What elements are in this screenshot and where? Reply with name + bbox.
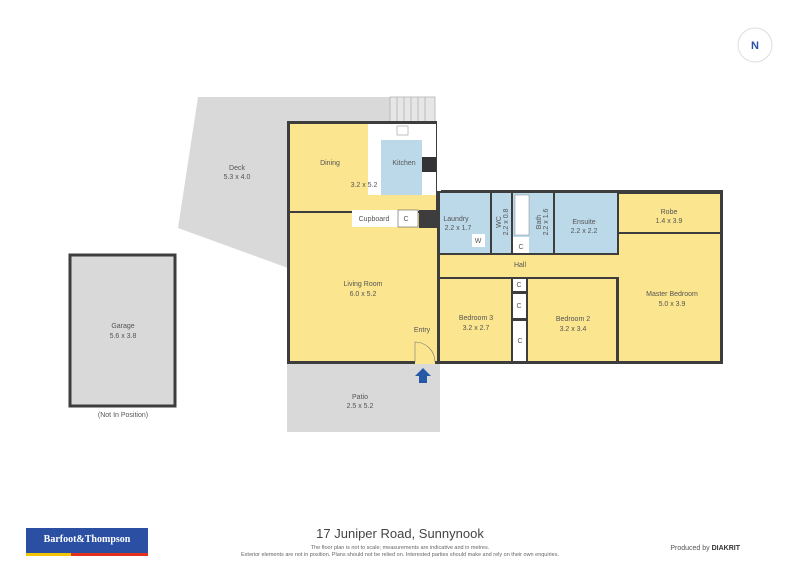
footer-logo_text: Barfoot&Thompson	[43, 534, 131, 545]
laundry-name: Laundry	[443, 216, 469, 223]
bedroom3-size: 3.2 x 2.7	[463, 325, 490, 332]
footer-produced_by: Produced by	[670, 545, 710, 552]
patio-area	[287, 362, 440, 432]
closet_label: C	[517, 338, 522, 345]
ensuite-size: 2.2 x 2.2	[571, 228, 598, 235]
robe-name: Robe	[661, 209, 678, 216]
bath-name: Bath	[536, 215, 543, 230]
produced-by: Produced by DIAKRIT	[670, 545, 740, 552]
bedroom2-size: 3.2 x 3.4	[560, 326, 587, 333]
bedroom3-name: Bedroom 3	[459, 315, 493, 322]
entry-arrow-icon	[415, 368, 431, 383]
room-master-bedroom	[619, 234, 720, 361]
deck-size: 5.3 x 4.0	[224, 174, 251, 181]
bath-size: 2.2 x 1.6	[543, 208, 550, 235]
cupboard-name: Cupboard	[359, 216, 390, 223]
washer-label: W	[475, 238, 482, 245]
room-bedroom-2	[528, 279, 616, 361]
garage-area	[68, 253, 177, 408]
sink-icon	[396, 125, 409, 136]
room-kitchen	[381, 140, 422, 195]
closet-label: C	[403, 216, 408, 223]
closet_label: C	[516, 282, 521, 289]
deck-area	[178, 97, 435, 268]
garage-name: Garage	[111, 323, 134, 330]
laundry-size: 2.2 x 1.7	[445, 225, 472, 232]
patio-name: Patio	[352, 394, 368, 401]
cooktop-icon	[422, 157, 436, 172]
room-bedroom-3	[440, 279, 511, 361]
dining-name: Dining	[320, 160, 340, 167]
room-hall	[440, 255, 620, 277]
deck-name: Deck	[229, 165, 245, 172]
kitchen-name: Kitchen	[392, 160, 415, 167]
closet_label: C	[516, 303, 521, 310]
living-name: Living Room	[344, 281, 383, 288]
washer-icon	[472, 234, 485, 247]
entry-door[interactable]	[414, 341, 436, 363]
room-dining	[290, 124, 368, 211]
closet	[513, 279, 526, 291]
north-compass: N	[737, 27, 773, 63]
room-living	[290, 213, 437, 361]
bathtub-icon	[514, 194, 530, 236]
room-ensuite	[555, 193, 617, 253]
closet	[513, 321, 526, 361]
garage-note: (Not In Position)	[98, 412, 148, 419]
master-name: Master Bedroom	[646, 291, 698, 298]
barfoot-thompson-logo: Barfoot&Thompson	[26, 528, 148, 556]
producer-name: DIAKRIT	[711, 545, 740, 552]
closet_label: C	[518, 244, 523, 251]
hall-name: Hall	[514, 262, 527, 269]
property-address: 17 Juniper Road, Sunnynook	[316, 526, 484, 541]
patio-size: 2.5 x 5.2	[347, 403, 374, 410]
robe-size: 1.4 x 3.9	[656, 218, 683, 225]
disclaimer-line-1: The floor plan is not to scale; measurem…	[310, 545, 490, 551]
master-size: 5.0 x 3.9	[659, 301, 686, 308]
room-wc	[492, 193, 511, 253]
entry-name: Entry	[414, 327, 431, 334]
wc-name: WC	[496, 216, 503, 228]
garage-size: 5.6 x 3.8	[110, 333, 137, 340]
closet	[513, 294, 526, 318]
cupboard	[352, 210, 398, 227]
wc-size: 2.2 x 0.8	[503, 208, 510, 235]
closet	[513, 237, 529, 253]
living-size: 6.0 x 5.2	[350, 291, 377, 298]
kitchen-size: 3.2 x 5.2	[351, 182, 378, 189]
bedroom2-name: Bedroom 2	[556, 316, 590, 323]
room-robe	[619, 194, 720, 232]
compass-label: N	[751, 40, 759, 52]
disclaimer-line-2: Exterior elements are not in position. P…	[241, 552, 559, 558]
closet	[397, 209, 419, 228]
stairs-icon	[389, 96, 436, 123]
ensuite-name: Ensuite	[572, 219, 595, 226]
